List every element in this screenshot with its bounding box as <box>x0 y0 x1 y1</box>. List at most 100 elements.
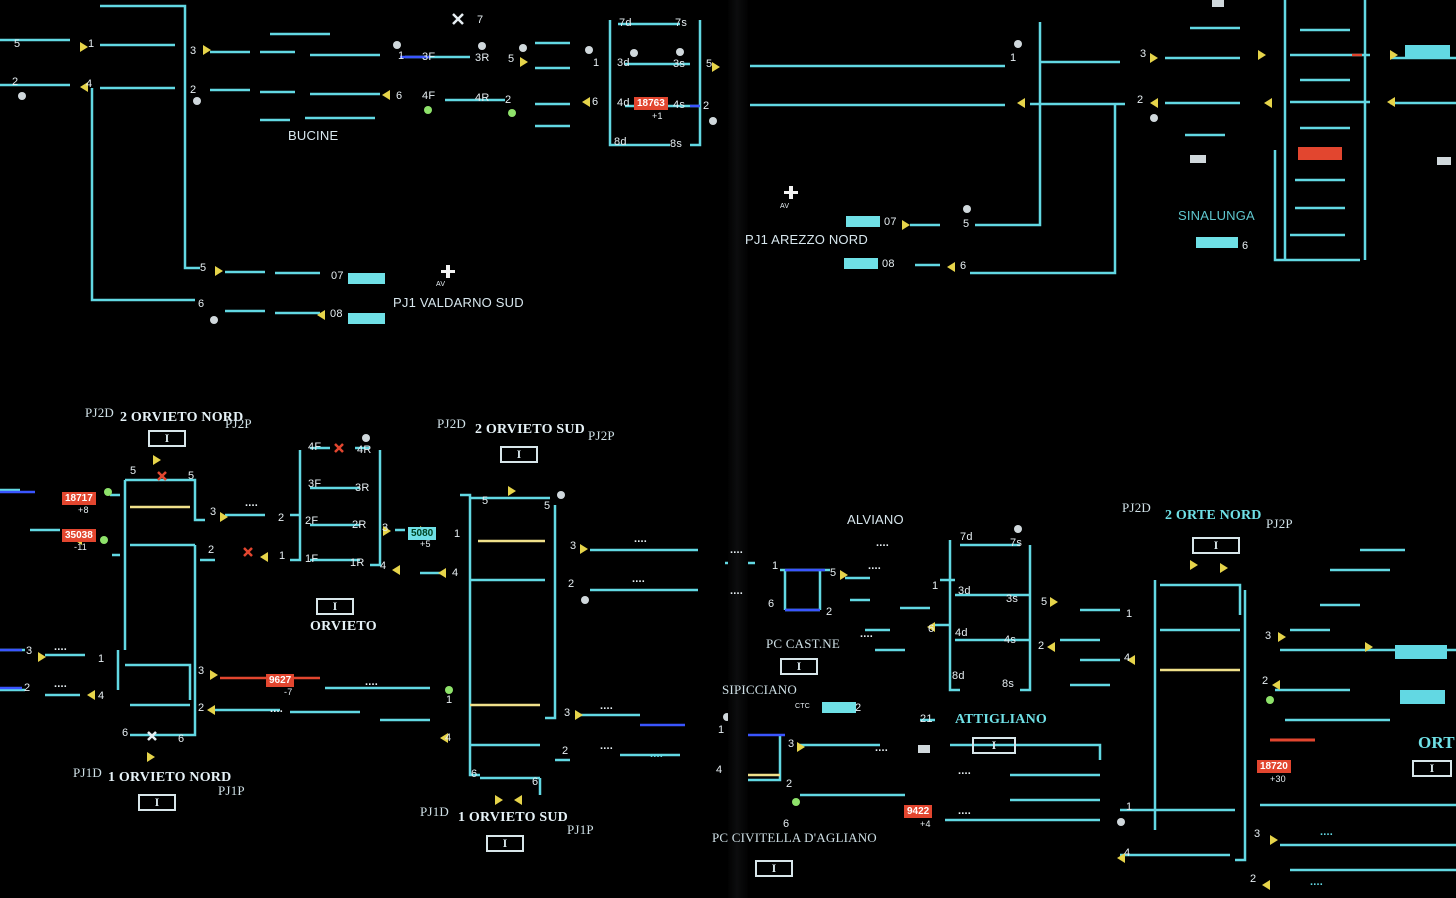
signal-id: 1 <box>593 57 600 69</box>
track-segment <box>470 496 557 720</box>
av-markers <box>441 186 798 278</box>
switch-id: 7d <box>960 531 973 543</box>
signal-id: 2 <box>190 84 197 96</box>
track-segment <box>470 743 570 795</box>
signal-id: 3s <box>673 58 686 70</box>
train-tag[interactable]: 18763 <box>634 97 668 110</box>
signal-icon <box>1270 835 1278 845</box>
signal-id: 3F <box>422 51 436 63</box>
switch-id: 4R <box>357 444 372 456</box>
signal-icon <box>80 82 88 92</box>
block-indicator-box[interactable]: I <box>138 794 176 811</box>
block-indicator-box[interactable]: I <box>972 737 1016 754</box>
signal-id: 1 <box>398 50 405 62</box>
station-bucine: BUCINE <box>288 128 339 143</box>
train-tag[interactable]: 9627 <box>266 674 295 687</box>
signal-id: 3 <box>788 738 795 750</box>
signal-id: 2 <box>1262 675 1269 687</box>
blocked-markers <box>157 443 344 557</box>
signal-id: 5 <box>963 218 970 230</box>
track-segment <box>1185 26 1456 137</box>
platform-label: 07 <box>331 270 344 282</box>
signal-icon <box>392 565 400 575</box>
switch-id: 8s <box>1002 678 1015 690</box>
block-indicator-box[interactable]: I <box>780 658 818 675</box>
train-tag[interactable]: 9422 <box>904 805 933 818</box>
track-segment <box>910 223 940 267</box>
track-segment <box>210 88 380 96</box>
signal-id: 5 <box>188 470 195 482</box>
signal-id: 1 <box>772 560 779 572</box>
signal-id: 4 <box>716 764 723 776</box>
signal-id: 2 <box>1137 94 1144 106</box>
dots-indicator: .... <box>860 628 874 640</box>
switch-marker <box>918 745 930 753</box>
dots-indicator: .... <box>365 676 379 688</box>
signal-id: 3R <box>475 52 490 64</box>
track-segment <box>1060 608 1120 687</box>
switch-id: 7s <box>1010 537 1023 549</box>
track-segment <box>225 270 320 315</box>
route-yellow <box>130 505 545 707</box>
signal-id: 7d <box>619 17 632 29</box>
dots-indicator: .... <box>54 678 68 690</box>
track-segment <box>750 102 1125 275</box>
neutral-markers <box>147 13 464 741</box>
block-2-orvieto-sud: 2 ORVIETO SUD <box>475 422 585 437</box>
platform-indicator <box>1196 237 1238 248</box>
block-indicator-box[interactable]: I <box>1412 760 1452 777</box>
track-layout-lower-left <box>0 446 698 795</box>
signal-id: 8s <box>670 138 683 150</box>
dots-indicator: .... <box>875 742 889 754</box>
track-segment <box>1153 580 1247 862</box>
block-indicator-box[interactable]: I <box>755 860 793 877</box>
block-indicator-box[interactable]: I <box>316 598 354 615</box>
block-indicator-box[interactable]: I <box>148 430 186 447</box>
station-pj1-arezzo-nord: PJ1 AREZZO NORD <box>745 232 868 247</box>
dots-indicator: .... <box>632 573 646 585</box>
signal-id: 6 <box>783 818 790 830</box>
signal-id: 2 <box>562 745 569 757</box>
signal-id: 4 <box>1124 847 1131 859</box>
block-indicator-box[interactable]: I <box>500 446 538 463</box>
station-pc-civitella: PC CIVITELLA D'AGLIANO <box>712 830 877 845</box>
signal-id: 2 <box>505 94 512 106</box>
track-layout-upper-left <box>0 4 702 315</box>
train-tag[interactable]: 18717 <box>62 492 96 505</box>
track-segment <box>405 41 570 128</box>
signal-id: 2 <box>1038 640 1045 652</box>
dots-indicator: .... <box>1320 826 1334 838</box>
block-indicator-box[interactable]: I <box>486 835 524 852</box>
signal-id: 5 <box>544 500 551 512</box>
train-tag[interactable]: 35038 <box>62 529 96 542</box>
block-2-orvieto-nord: 2 ORVIETO NORD <box>120 410 244 425</box>
track-segment <box>1273 0 1367 262</box>
signal-id: 3 <box>1254 828 1261 840</box>
switch-x-icon <box>452 13 464 25</box>
train-tag[interactable]: 18720 <box>1257 760 1291 773</box>
signal-icon <box>382 90 390 100</box>
signal-id: 4 <box>1124 652 1131 664</box>
signal-icon <box>207 705 215 715</box>
signal-id: 7 <box>477 14 484 26</box>
platform-indicator <box>822 702 856 713</box>
signal-id: 6 <box>532 776 539 788</box>
signal-icon <box>1047 642 1055 652</box>
track-segment <box>0 4 200 270</box>
signal-icon <box>1150 53 1158 63</box>
switch-node <box>1117 818 1125 826</box>
signal-id: 2 <box>198 702 205 714</box>
signal-id: 2 <box>786 778 793 790</box>
switch-node <box>963 205 971 213</box>
train-tag-unreadable[interactable] <box>1298 147 1342 160</box>
train-tag[interactable]: 5080 <box>408 527 437 540</box>
green-light-icon <box>508 109 516 117</box>
track-segment <box>920 718 1102 777</box>
platform-07-indicator <box>846 216 880 227</box>
block-pjp-label: PJ2P <box>588 428 615 443</box>
track-segment <box>845 576 905 652</box>
blocked-x-icon <box>334 443 344 453</box>
signal-id: 6 <box>960 260 967 272</box>
block-indicator-box[interactable]: I <box>1192 537 1240 554</box>
signal-id: 6 <box>592 96 599 108</box>
